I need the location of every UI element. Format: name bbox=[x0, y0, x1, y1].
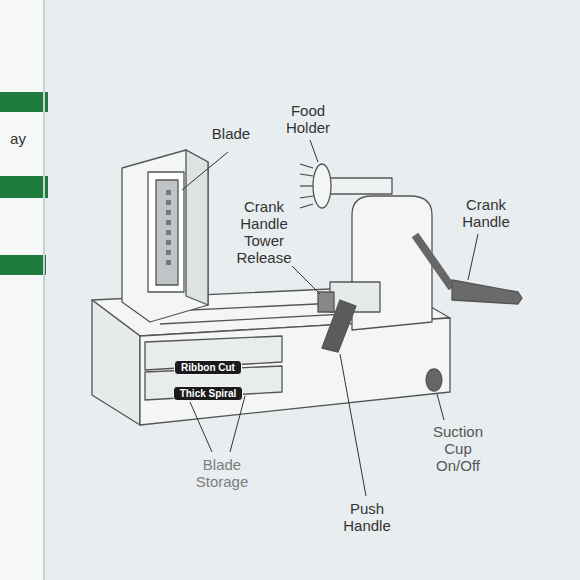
tag-text: Thick Spiral bbox=[174, 387, 243, 400]
green-tab bbox=[0, 176, 48, 198]
part-label: Blade Storage bbox=[187, 456, 257, 490]
part-label: Push Handle bbox=[337, 500, 397, 534]
part-label: Crank Handle bbox=[451, 196, 521, 230]
tag-text: Ribbon Cut bbox=[175, 361, 241, 374]
part-label: Suction Cup On/Off bbox=[425, 423, 491, 474]
part-label: Crank Handle Tower Release bbox=[224, 198, 304, 266]
part-label: ay bbox=[3, 130, 33, 147]
green-tab bbox=[0, 92, 48, 112]
green-tab bbox=[0, 255, 46, 275]
drawer-tag: Ribbon Cut bbox=[174, 360, 242, 375]
part-label: Food Holder bbox=[273, 102, 343, 136]
part-label: Blade bbox=[201, 125, 261, 142]
facing-page bbox=[0, 0, 44, 580]
drawer-tag: Thick Spiral bbox=[173, 386, 244, 401]
